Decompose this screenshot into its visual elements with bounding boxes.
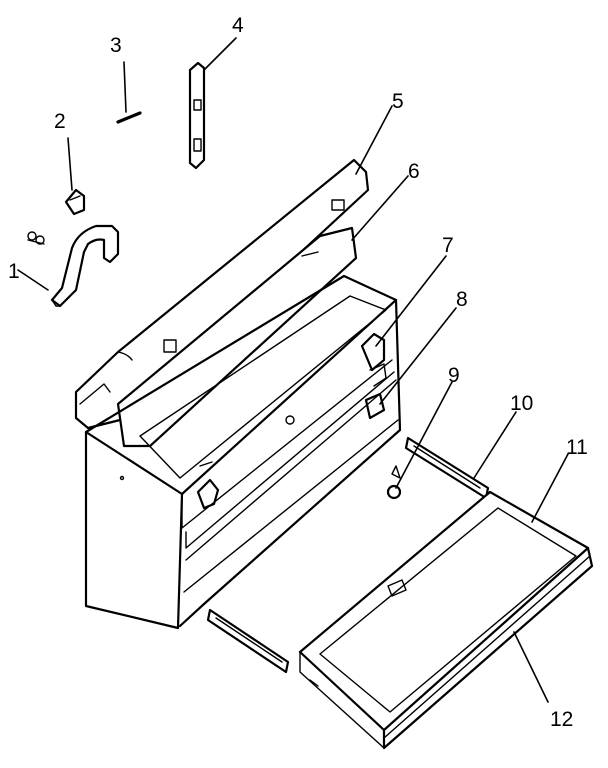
callout-12: 12 — [550, 708, 573, 731]
part-7-catch — [360, 332, 386, 372]
lower-slide-rail — [206, 608, 290, 674]
part-9-knob — [386, 465, 402, 500]
callout-11: 11 — [566, 436, 588, 459]
part-11-drawer — [298, 490, 594, 750]
callout-2: 2 — [54, 110, 66, 133]
callout-5: 5 — [392, 90, 404, 113]
leader-lines — [17, 37, 569, 703]
callout-labels: 1 2 3 4 5 6 7 8 9 10 11 12 — [8, 14, 588, 731]
callout-10: 10 — [510, 392, 533, 415]
part-3-pin — [116, 111, 142, 124]
callout-6: 6 — [408, 160, 420, 183]
part-2-latch — [64, 188, 86, 216]
callout-9: 9 — [448, 364, 460, 387]
part-8-bracket — [364, 363, 387, 420]
callout-4: 4 — [232, 14, 244, 37]
part-4-hinge-strip — [188, 61, 206, 170]
callout-3: 3 — [110, 34, 122, 57]
callout-7: 7 — [442, 234, 454, 257]
callout-1: 1 — [8, 260, 20, 283]
part-6-tray — [116, 226, 358, 448]
part-1-handle — [27, 224, 120, 308]
callout-8: 8 — [456, 288, 468, 311]
part-5-lid — [74, 158, 370, 433]
cabinet-body — [84, 274, 402, 630]
